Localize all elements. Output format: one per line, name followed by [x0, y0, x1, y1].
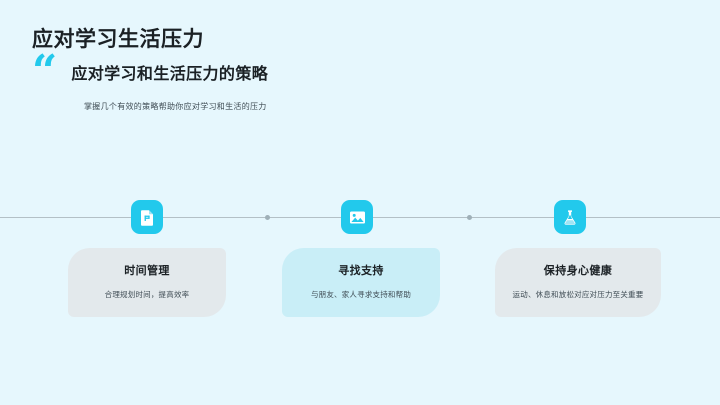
- timeline-node-1[interactable]: [131, 200, 163, 234]
- document-icon: [140, 209, 155, 226]
- flask-icon: [562, 209, 578, 226]
- timeline-dot: [467, 215, 472, 220]
- page-title: 应对学习生活压力: [32, 28, 204, 51]
- card-title: 时间管理: [124, 265, 170, 277]
- image-icon: [349, 210, 366, 225]
- card-description: 合理规划时间，提高效率: [104, 290, 190, 299]
- page-subtitle: 应对学习和生活压力的策略: [71, 66, 269, 83]
- card-title: 寻找支持: [338, 265, 384, 277]
- timeline: [0, 200, 720, 234]
- timeline-node-2[interactable]: [341, 200, 373, 234]
- card-title: 保持身心健康: [543, 265, 613, 277]
- card-description: 运动、休息和放松对应对压力至关重要: [512, 290, 644, 299]
- timeline-dot: [265, 215, 270, 220]
- lead-description: 掌握几个有效的策略帮助你应对学习和生活的压力: [84, 102, 267, 111]
- card-stay-healthy[interactable]: 保持身心健康 运动、休息和放松对应对压力至关重要: [495, 248, 661, 317]
- card-seek-support[interactable]: 寻找支持 与朋友、家人寻求支持和帮助: [282, 248, 440, 317]
- timeline-node-3[interactable]: [554, 200, 586, 234]
- subtitle-row: “ 应对学习和生活压力的策略: [32, 46, 269, 97]
- card-time-management[interactable]: 时间管理 合理规划时间，提高效率: [68, 248, 226, 317]
- card-description: 与朋友、家人寻求支持和帮助: [310, 290, 412, 299]
- quote-icon: “: [32, 46, 58, 97]
